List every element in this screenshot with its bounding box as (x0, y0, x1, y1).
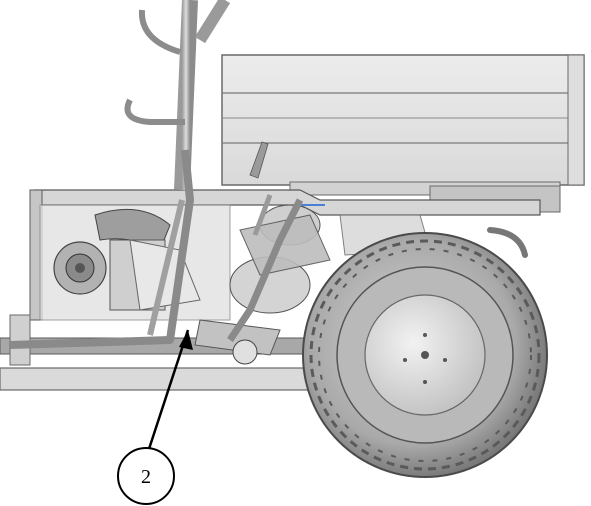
tire-tread (309, 239, 541, 471)
cargo-box (221, 54, 585, 213)
roll-cage-tubes (9, 0, 304, 349)
callout-2: 2 (117, 329, 193, 505)
callout-label: 2 (141, 466, 151, 488)
rear-wheel (302, 232, 548, 478)
